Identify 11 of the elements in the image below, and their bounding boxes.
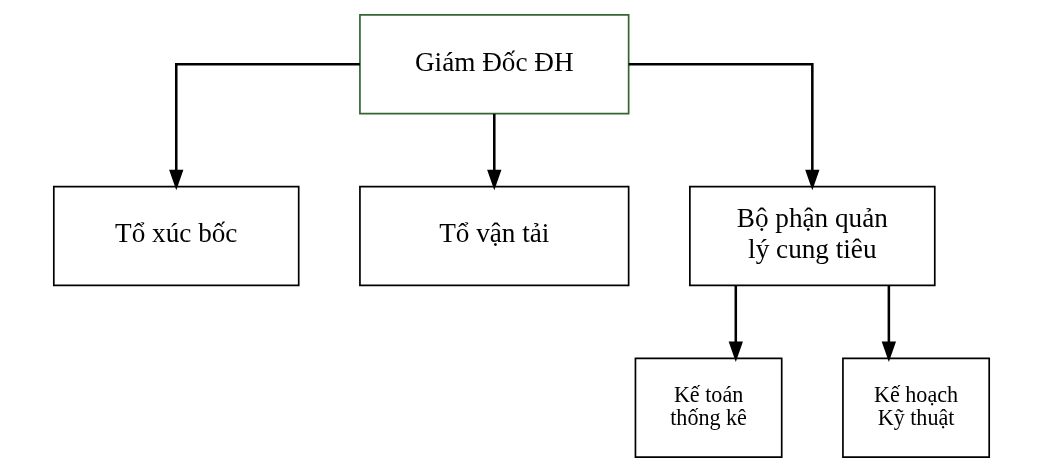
node-box: Giám Đốc ĐH — [359, 14, 630, 115]
node-box: Bộ phận quản lý cung tiêu — [689, 185, 936, 287]
arrow — [628, 62, 820, 191]
arrow — [881, 285, 896, 363]
arrow — [728, 285, 743, 363]
node-box: Kế toán thống kê — [634, 357, 783, 458]
node-box: Tổ vận tải — [359, 185, 630, 287]
arrow — [169, 62, 360, 191]
arrow — [487, 113, 502, 191]
node-box: Kế hoạch Kỹ thuật — [842, 357, 991, 458]
node-box: Tổ xúc bốc — [52, 185, 300, 287]
